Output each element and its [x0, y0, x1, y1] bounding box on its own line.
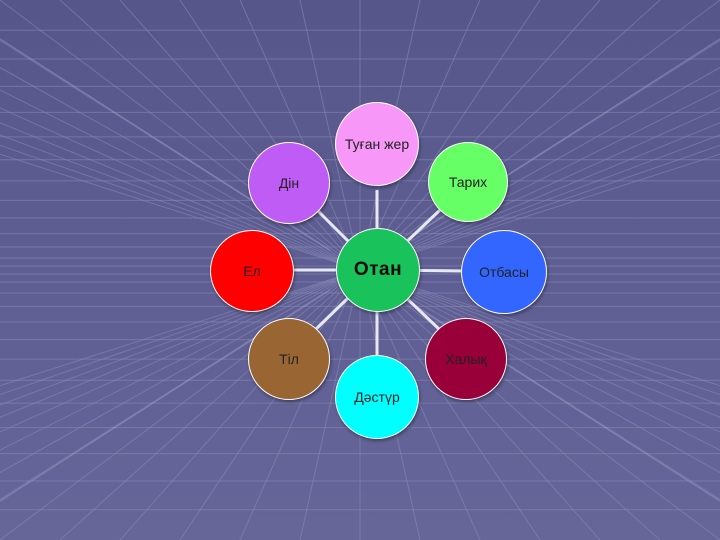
node-dastur: Дәстүр — [335, 355, 419, 439]
node-tarikh: Тарих — [428, 142, 508, 222]
node-din: Дін — [248, 142, 330, 224]
node-el: Ел — [210, 230, 294, 312]
node-til-label: Тіл — [279, 351, 299, 367]
node-til: Тіл — [248, 318, 330, 400]
node-tarikh-label: Тарих — [448, 174, 488, 190]
node-tugan-zher-label: Туған жер — [344, 136, 410, 152]
node-tugan-zher: Туған жер — [335, 102, 419, 186]
node-dastur-label: Дәстүр — [354, 389, 400, 405]
node-khalyk-label: Халық — [445, 351, 487, 367]
node-center-label: Отан — [353, 259, 403, 280]
node-center-otan: Отан — [336, 228, 420, 312]
node-otbasy-label: Отбасы — [479, 264, 529, 280]
node-el-label: Ел — [243, 263, 261, 279]
node-otbasy: Отбасы — [461, 230, 547, 314]
node-din-label: Дін — [278, 175, 300, 191]
node-khalyk: Халық — [425, 318, 507, 400]
